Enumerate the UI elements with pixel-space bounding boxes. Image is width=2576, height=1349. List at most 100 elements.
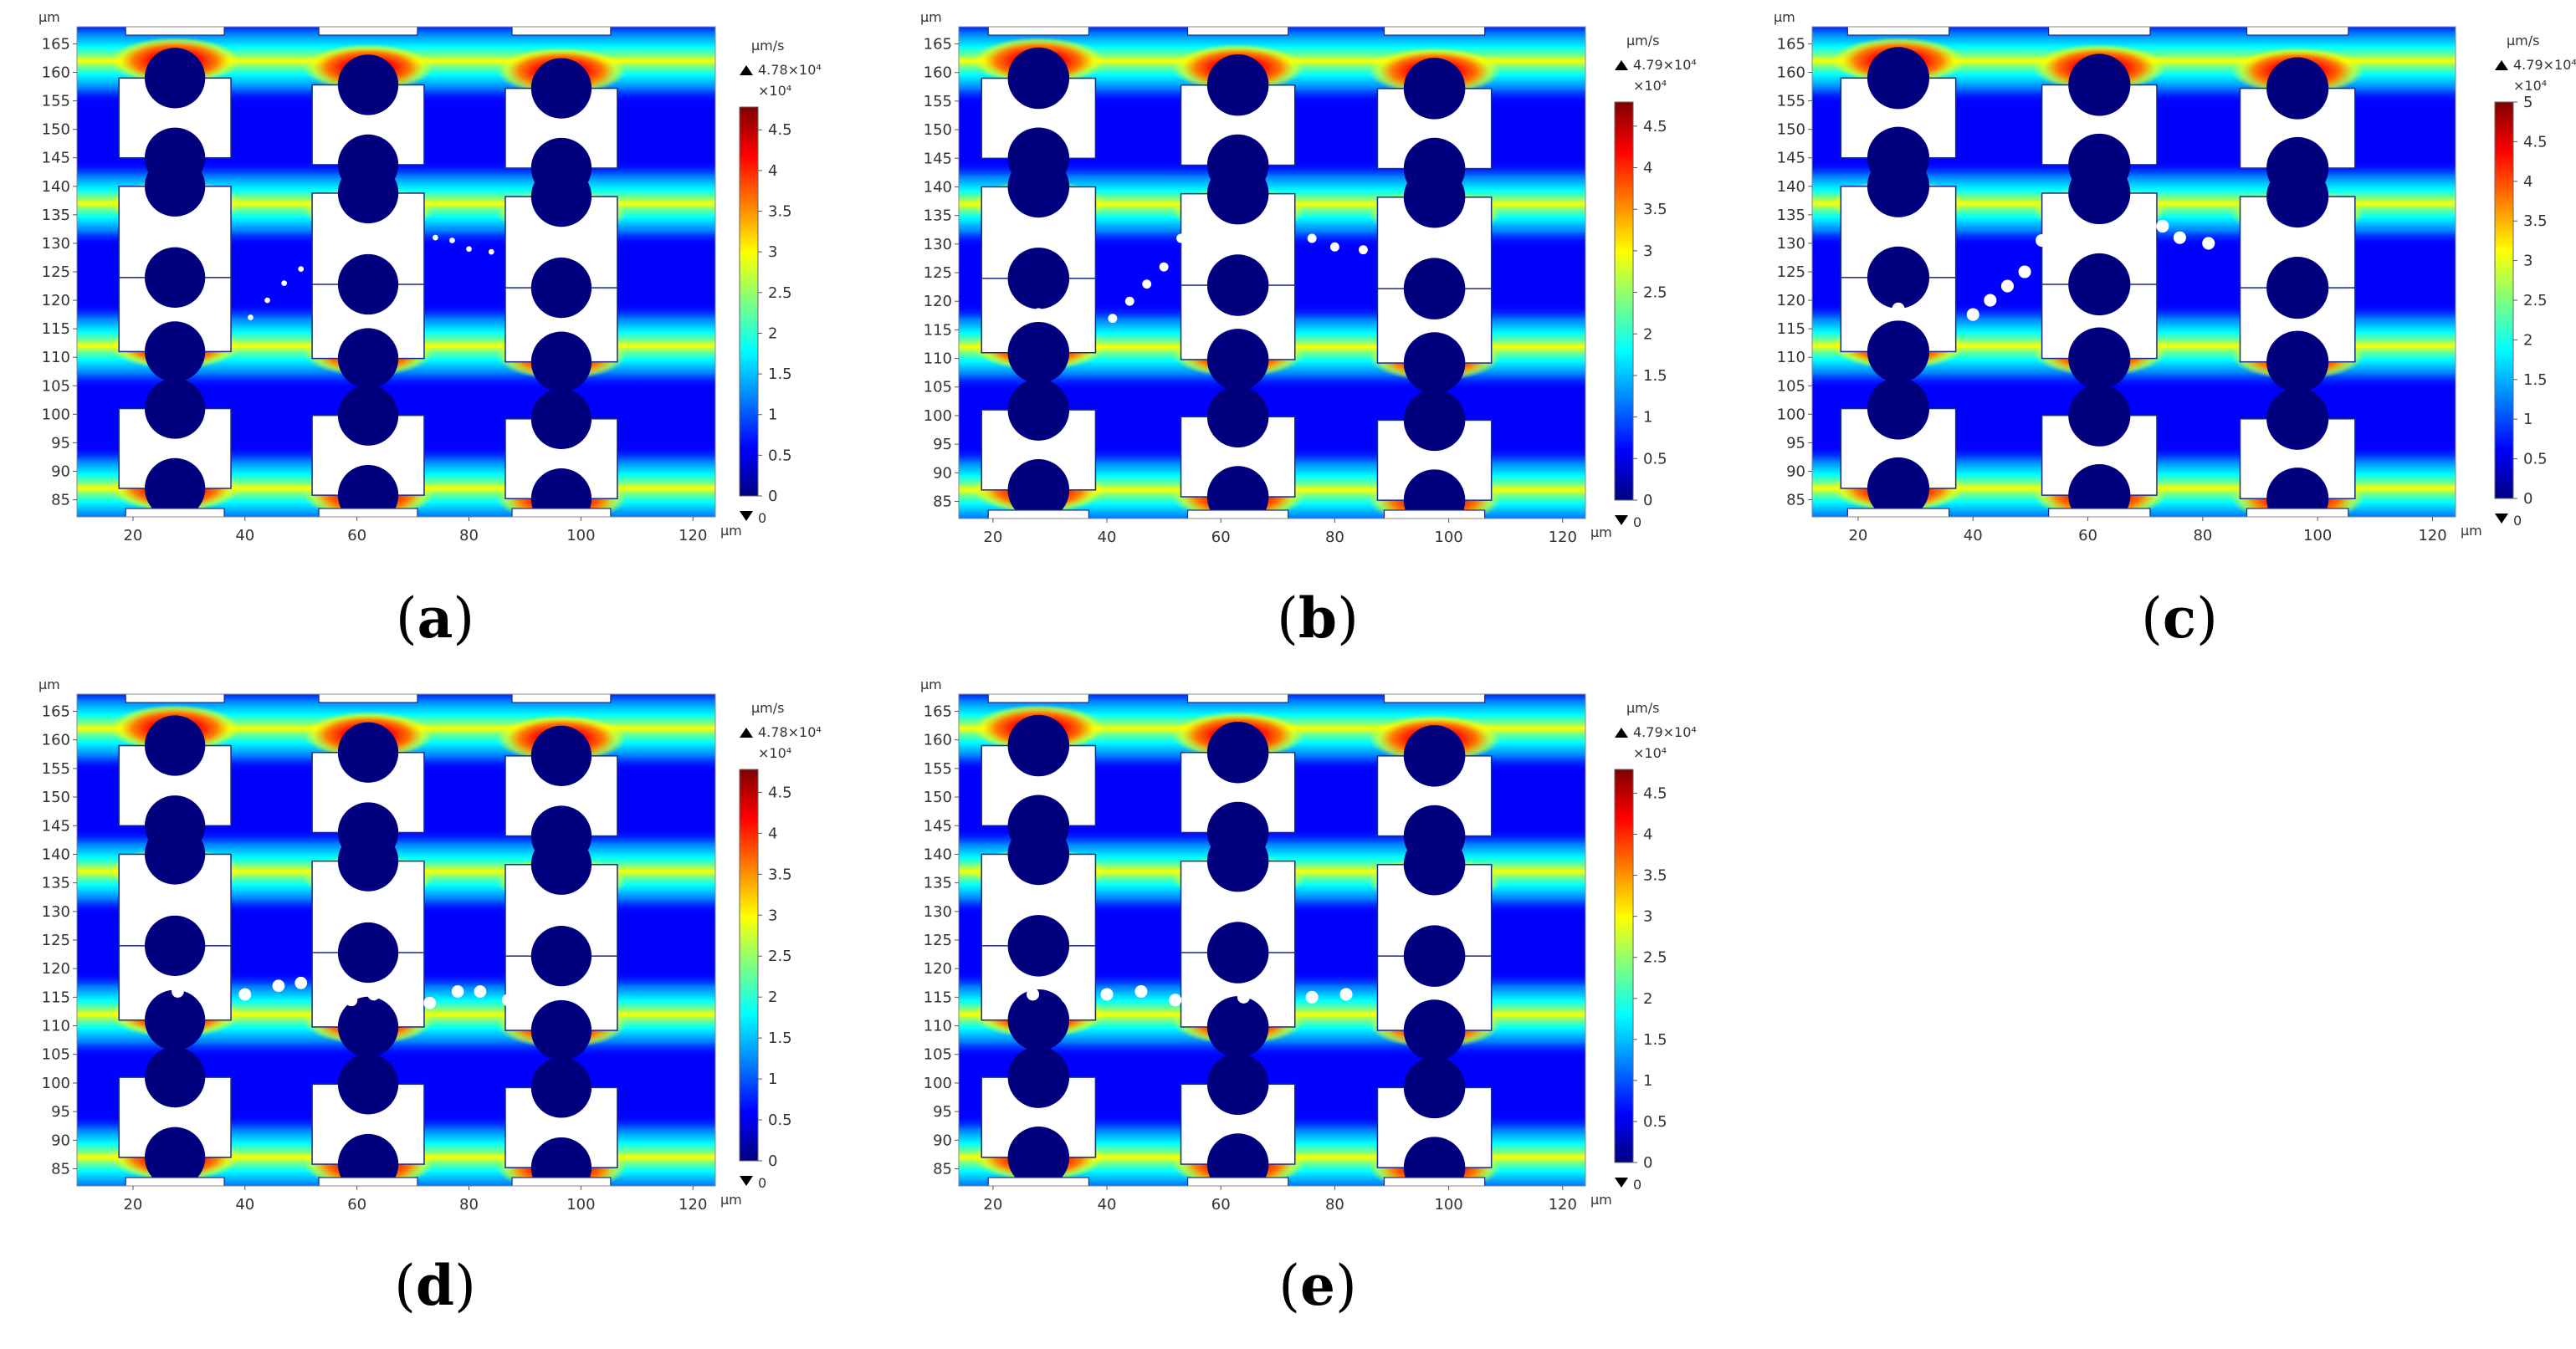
- y-tick-label: 160: [1777, 64, 1805, 82]
- particle-point: [322, 988, 335, 1001]
- y-tick-label: 85: [933, 1160, 952, 1178]
- x-tick-label: 120: [679, 527, 707, 544]
- velocity-field: [1812, 27, 2456, 517]
- particle-point: [1273, 231, 1283, 241]
- pillar-stub-bottom: [1383, 509, 1486, 519]
- colorbar-tick-label: 3.5: [1643, 867, 1667, 885]
- pocket-bottom: [144, 915, 206, 976]
- colorbar-tick-label: 3: [768, 907, 777, 924]
- min-triangle-icon: [740, 1176, 753, 1186]
- particle-point: [451, 985, 464, 998]
- y-tick-label: 135: [42, 875, 70, 892]
- pocket-bottom: [1206, 922, 1269, 984]
- colorbar-min-label: 0: [1633, 1177, 1641, 1193]
- colorbar-tick-label: 4.5: [1643, 118, 1667, 135]
- pocket-bottom: [1206, 466, 1269, 519]
- y-tick-label: 85: [933, 493, 952, 510]
- pillar-stub-top: [318, 27, 418, 36]
- particle-point: [180, 311, 187, 318]
- colorbar-min-label: 0: [758, 510, 766, 526]
- particle-point: [367, 988, 381, 1001]
- pocket-bottom: [2068, 464, 2131, 517]
- pocket-bottom: [1206, 996, 1269, 1058]
- colorbar-tick-label: 0.5: [1643, 450, 1667, 468]
- min-triangle-icon: [1615, 1178, 1628, 1188]
- colorbar-tick-label: 3.5: [768, 203, 792, 221]
- pocket-top: [144, 378, 206, 439]
- colorbar-unit: μm/s: [1626, 700, 1660, 716]
- colorbar-tick-label: 0: [1643, 492, 1652, 509]
- pocket-bottom: [1867, 320, 1930, 383]
- colorbar-tick-label: 5: [2523, 94, 2532, 111]
- pocket-bottom: [530, 257, 592, 319]
- y-tick-label: 105: [924, 1046, 952, 1064]
- pillar-stub-bottom: [2246, 508, 2349, 517]
- y-tick-label: 110: [42, 349, 70, 366]
- pocket-top: [337, 385, 399, 446]
- y-tick-label: 165: [924, 36, 952, 54]
- colorbar-tick-label: 4: [2523, 173, 2532, 191]
- particle-point: [272, 979, 285, 993]
- y-unit-label: μm: [920, 9, 942, 25]
- x-tick-label: 80: [1325, 1196, 1344, 1214]
- colorbar-max-label: 4.79×10⁴: [1633, 57, 1697, 73]
- particle-point: [1307, 233, 1317, 243]
- x-tick-label: 40: [1098, 1196, 1117, 1214]
- pocket-bottom: [1206, 1133, 1269, 1186]
- pocket-top: [144, 1046, 206, 1108]
- velocity-field: [77, 694, 715, 1186]
- particle-point: [1060, 990, 1073, 1004]
- colorbar: [1614, 101, 1634, 501]
- particle-point: [2133, 219, 2146, 233]
- y-tick-label: 135: [924, 875, 952, 892]
- pillar-stub-top: [987, 694, 1090, 703]
- y-tick-label: 120: [1777, 292, 1805, 309]
- colorbar-tick-label: 4.5: [2523, 133, 2548, 151]
- colorbar-tick-label: 4: [1643, 826, 1652, 844]
- pocket-bottom: [337, 134, 399, 196]
- y-tick-label: 125: [1777, 263, 1805, 281]
- y-tick-label: 115: [924, 321, 952, 339]
- pocket-bottom: [1007, 248, 1070, 309]
- pillar-stub-top: [511, 27, 612, 36]
- colorbar-tick-label: 4.5: [768, 784, 792, 801]
- x-tick-label: 80: [459, 527, 479, 544]
- x-tick-label: 80: [2193, 527, 2212, 544]
- particle-point: [1000, 319, 1009, 329]
- colorbar-tick-label: 1: [2523, 411, 2532, 428]
- pocket-top: [530, 58, 592, 119]
- pillar-stub-bottom: [318, 1177, 418, 1186]
- y-tick-label: 145: [42, 817, 70, 835]
- pocket-bottom: [1867, 126, 1930, 189]
- pillar-stub-bottom: [2048, 508, 2151, 517]
- particle-point: [172, 985, 184, 998]
- colorbar-tick-label: 1.5: [1643, 1031, 1667, 1049]
- particle-point: [510, 246, 517, 253]
- colorbar-multiplier: ×10⁴: [2513, 78, 2547, 94]
- pocket-bottom: [144, 1127, 206, 1186]
- pocket-bottom: [337, 922, 399, 984]
- pocket-top: [1403, 58, 1466, 120]
- y-tick-label: 90: [933, 1132, 952, 1149]
- colorbar-tick-label: 1.5: [1643, 367, 1667, 385]
- colorbar-tick-label: 3.5: [2523, 212, 2548, 230]
- pillar-stub-bottom: [125, 1177, 225, 1186]
- x-tick-label: 100: [2303, 527, 2332, 544]
- pillar-stub-top: [125, 694, 225, 703]
- pocket-top: [337, 722, 399, 783]
- colorbar-multiplier: ×10⁴: [758, 745, 791, 761]
- y-tick-label: 95: [51, 1103, 70, 1121]
- panel-label: (b): [1277, 585, 1359, 651]
- y-tick-label: 125: [924, 264, 952, 282]
- pocket-bottom: [144, 795, 206, 856]
- particle-point: [1984, 294, 1997, 307]
- pocket-top: [1206, 54, 1269, 116]
- x-tick-label: 20: [123, 1196, 142, 1214]
- panel-e: 8590951001051101151201251301351401451501…: [920, 677, 1697, 1318]
- y-tick-label: 135: [1777, 207, 1805, 224]
- colorbar-tick-label: 2: [768, 989, 777, 1006]
- pocket-bottom: [144, 127, 206, 188]
- pocket-top: [1867, 47, 1930, 110]
- particle-point: [152, 317, 159, 324]
